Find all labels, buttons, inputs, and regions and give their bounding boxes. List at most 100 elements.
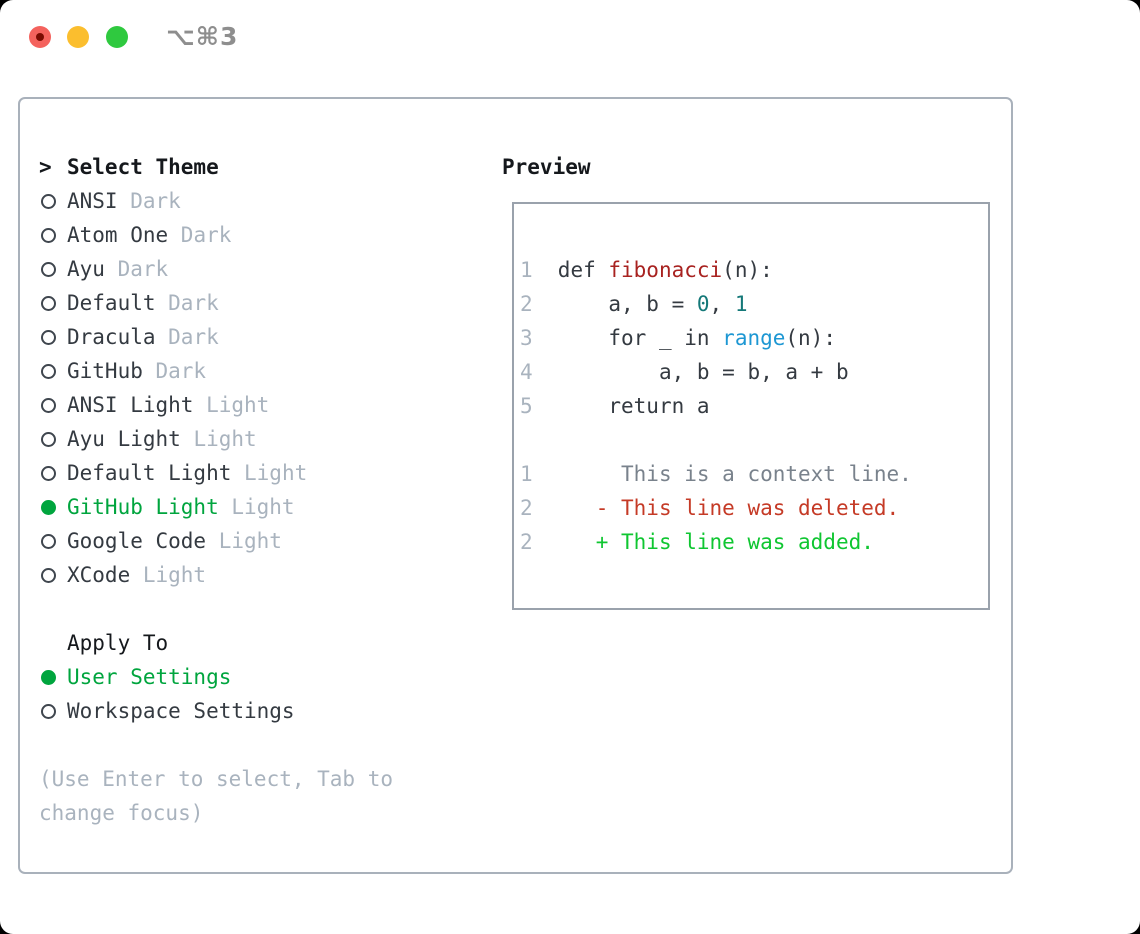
theme-name: Ayu Light: [67, 427, 181, 451]
code-line: 4 a, b = b, a + b: [520, 355, 988, 389]
theme-variant: Dark: [155, 291, 219, 315]
spacer: [39, 592, 479, 626]
line-number: 1: [520, 258, 533, 282]
radio-selected-icon: [41, 669, 56, 685]
code-token: This is a context line.: [557, 462, 912, 486]
theme-item-github-light[interactable]: GitHub Light Light: [39, 490, 479, 524]
theme-item-default-light[interactable]: Default Light Light: [39, 456, 479, 490]
code-line: 5 return a: [520, 389, 988, 423]
code-blank-line: [520, 423, 988, 457]
spacer: [39, 728, 479, 762]
theme-item-default[interactable]: Default Dark: [39, 286, 479, 320]
radio-icon: [41, 261, 56, 277]
prompt-icon: >: [39, 155, 52, 179]
title-bar: ⌥⌘3: [0, 0, 1140, 70]
radio-icon: [41, 329, 56, 345]
theme-item-xcode[interactable]: XCode Light: [39, 558, 479, 592]
radio-icon: [41, 193, 56, 209]
theme-list-header: > Select Theme: [39, 150, 479, 184]
radio-selected-icon: [41, 499, 56, 515]
theme-name: Dracula: [67, 325, 156, 349]
theme-variant: Dark: [117, 189, 181, 213]
code-token: (n):: [722, 258, 773, 282]
theme-name: Ayu: [67, 257, 105, 281]
line-number: 2: [520, 496, 533, 520]
line-number: 2: [520, 292, 533, 316]
theme-variant: Dark: [168, 223, 232, 247]
theme-name: ANSI: [67, 189, 118, 213]
zoom-button-icon[interactable]: [106, 26, 128, 48]
code-token: return a: [557, 394, 710, 418]
theme-item-dracula[interactable]: Dracula Dark: [39, 320, 479, 354]
theme-item-ansi-light[interactable]: ANSI Light Light: [39, 388, 479, 422]
theme-name: GitHub Light: [67, 495, 219, 519]
code-line: 1 def fibonacci(n):: [520, 253, 988, 287]
preview-title: Preview: [502, 155, 591, 179]
theme-item-atom-one[interactable]: Atom One Dark: [39, 218, 479, 252]
radio-icon: [41, 533, 56, 549]
radio-icon: [41, 567, 56, 583]
minimize-button-icon[interactable]: [67, 26, 89, 48]
apply-to-title: Apply To: [67, 631, 169, 655]
theme-variant: Light: [180, 427, 257, 451]
code-token: a, b =: [557, 292, 697, 316]
theme-variant: Dark: [104, 257, 169, 281]
theme-variant: Light: [231, 461, 308, 485]
theme-item-google-code[interactable]: Google Code Light: [39, 524, 479, 558]
line-number: 4: [520, 360, 533, 384]
radio-icon: [41, 295, 56, 311]
keyboard-hint: change focus): [39, 801, 204, 825]
code-token: - This line was deleted.: [557, 496, 900, 520]
code-token: + This line was added.: [557, 530, 874, 554]
theme-variant: Dark: [155, 325, 219, 349]
close-button-icon[interactable]: [29, 26, 51, 48]
apply-option-label: Workspace Settings: [67, 699, 295, 723]
theme-variant: Light: [193, 393, 270, 417]
code-line: 2 + This line was added.: [520, 525, 988, 559]
code-line: 3 for _ in range(n):: [520, 321, 988, 355]
apply-option-user-settings[interactable]: User Settings: [39, 660, 479, 694]
theme-item-ansi[interactable]: ANSI Dark: [39, 184, 479, 218]
apply-option-label: User Settings: [67, 665, 232, 689]
code-token: range: [722, 326, 786, 350]
theme-variant: Light: [218, 495, 295, 519]
theme-name: Default: [67, 291, 156, 315]
theme-item-ayu[interactable]: Ayu Dark: [39, 252, 479, 286]
line-number: 3: [520, 326, 533, 350]
keyboard-hint: (Use Enter to select, Tab to: [39, 767, 394, 791]
theme-variant: Light: [130, 563, 207, 587]
code-line: 2 a, b = 0, 1: [520, 287, 988, 321]
theme-variant: Dark: [142, 359, 207, 383]
line-number: 1: [520, 462, 533, 486]
code-token: def: [557, 258, 609, 282]
code-token: ,: [709, 292, 735, 316]
code-token: 0: [696, 292, 710, 316]
theme-name: Google Code: [67, 529, 207, 553]
code-token: fibonacci: [608, 258, 723, 282]
theme-name: GitHub: [67, 359, 143, 383]
code-token: 1: [734, 292, 748, 316]
theme-variant: Light: [206, 529, 282, 553]
theme-name: Atom One: [67, 223, 169, 247]
theme-name: XCode: [67, 563, 131, 587]
radio-icon: [41, 465, 56, 481]
radio-icon: [41, 431, 56, 447]
apply-to-header: Apply To: [39, 626, 479, 660]
radio-icon: [41, 363, 56, 379]
line-number: 2: [520, 530, 533, 554]
theme-item-github[interactable]: GitHub Dark: [39, 354, 479, 388]
code-line: 2 - This line was deleted.: [520, 491, 988, 525]
code-line: 1 This is a context line.: [520, 457, 988, 491]
radio-icon: [41, 703, 56, 719]
window-title: ⌥⌘3: [166, 22, 239, 51]
theme-item-ayu-light[interactable]: Ayu Light Light: [39, 422, 479, 456]
theme-list-title: Select Theme: [67, 155, 219, 179]
code-token: (n):: [785, 326, 836, 350]
apply-option-workspace-settings[interactable]: Workspace Settings: [39, 694, 479, 728]
radio-icon: [41, 227, 56, 243]
theme-name: ANSI Light: [67, 393, 194, 417]
